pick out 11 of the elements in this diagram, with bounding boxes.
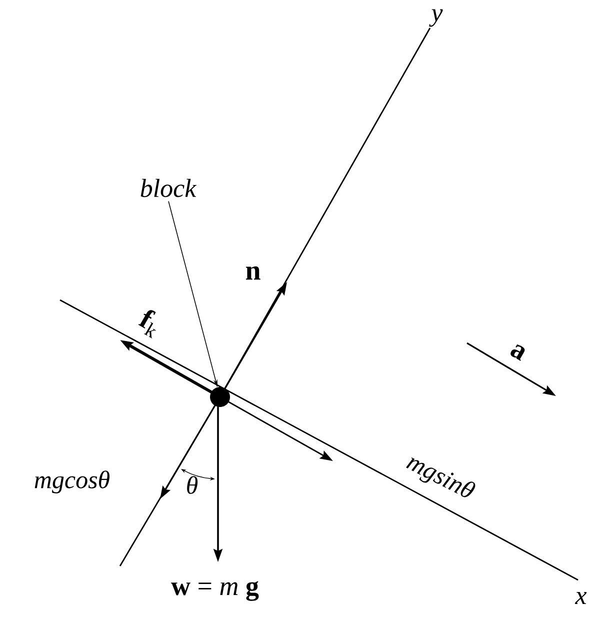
force-label: f$_{k}$ <box>138 310 156 338</box>
block-label: block <box>140 178 197 198</box>
force-label: mgcosθ <box>34 470 110 494</box>
force-label: n <box>246 266 260 280</box>
axis-label: x <box>574 592 587 604</box>
force-label: mgsinθ <box>406 458 476 498</box>
axis-label: y <box>429 9 443 27</box>
force-label: w = m g <box>171 581 259 601</box>
angle-label: θ <box>187 476 198 494</box>
block-dot <box>210 387 230 407</box>
acceleration-label: a <box>510 344 525 361</box>
